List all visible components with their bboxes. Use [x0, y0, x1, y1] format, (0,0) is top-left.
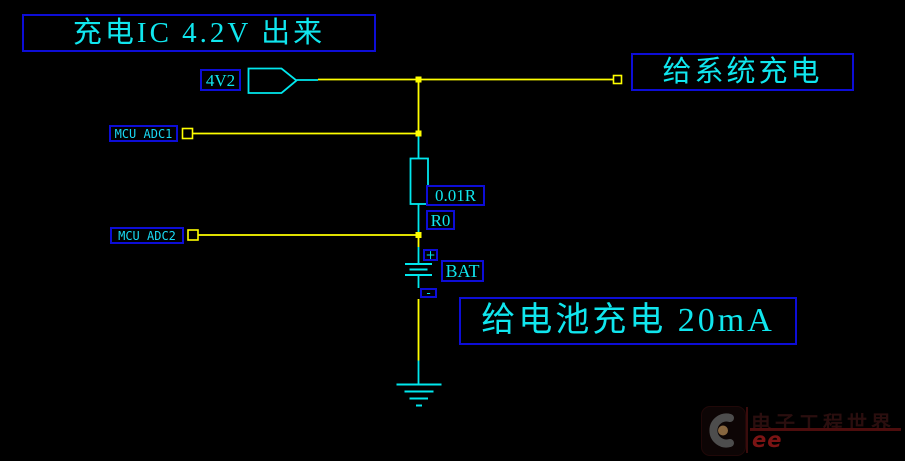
eeworld-logo-icon	[701, 406, 746, 456]
ground-symbol[interactable]	[396, 360, 442, 407]
net-label-mcu-adc1[interactable]: MCU_ADC1	[109, 125, 178, 142]
junction-top[interactable]	[415, 76, 422, 83]
resistor-designator-label[interactable]: R0	[426, 210, 455, 230]
power-port-4v2-shape[interactable]	[247, 67, 298, 94]
net-label-mcu-adc2[interactable]: MCU_ADC2	[110, 227, 184, 244]
battery-symbol[interactable]	[405, 247, 432, 288]
open-wire-end-system[interactable]	[612, 74, 623, 85]
port-label-4v2[interactable]: 4V2	[200, 69, 241, 91]
logo-divider	[746, 407, 748, 453]
title-note[interactable]: 充电IC 4.2V 出来	[22, 14, 376, 52]
battery-minus-label[interactable]: -	[420, 288, 437, 298]
battery-plus-label[interactable]: +	[423, 249, 438, 261]
open-wire-end-adc1[interactable]	[181, 127, 194, 140]
open-wire-end-adc2[interactable]	[187, 229, 199, 241]
watermark-underline	[750, 428, 901, 431]
junction-adc2[interactable]	[415, 232, 422, 238]
watermark-sub-text: ee	[752, 428, 783, 452]
resistor-value-label[interactable]: 0.01R	[426, 185, 485, 206]
note-battery-charge[interactable]: 给电池充电 20mA	[459, 297, 797, 345]
note-system-charge[interactable]: 给系统充电	[631, 53, 854, 91]
watermark-brand-text: 电子工程世界	[751, 413, 895, 428]
junction-adc1[interactable]	[415, 130, 422, 137]
c-glyph-icon	[709, 413, 734, 448]
battery-name-label[interactable]: BAT	[441, 260, 484, 282]
